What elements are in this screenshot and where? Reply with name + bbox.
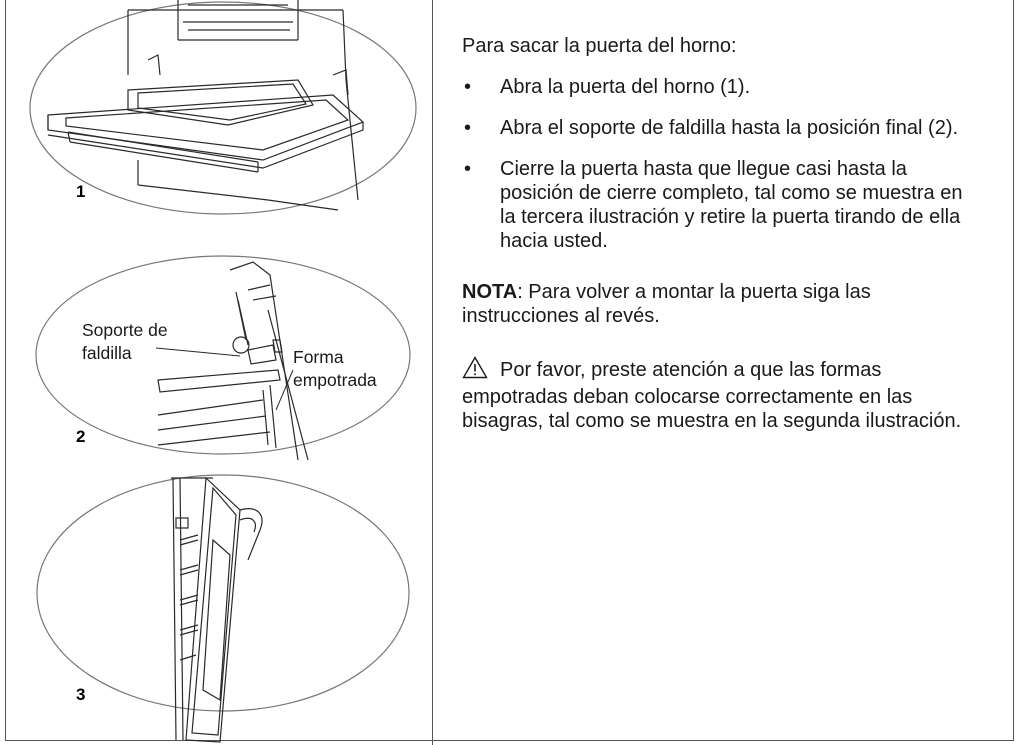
- steps-list: • Abra la puerta del horno (1). • Abra e…: [462, 75, 982, 253]
- callout-support-line1: Soporte de: [82, 320, 168, 340]
- callout-recess-line2: empotrada: [293, 370, 377, 390]
- warning-paragraph: Por favor, preste atención a que las for…: [462, 356, 982, 433]
- list-item: • Cierre la puerta hasta que llegue casi…: [462, 157, 982, 253]
- bullet: •: [464, 76, 472, 98]
- figure-1-oven-door-open: [29, 0, 417, 215]
- list-item: • Abra el soporte de faldilla hasta la p…: [462, 116, 982, 140]
- figure-2-number: 2: [76, 427, 85, 446]
- note-paragraph: NOTA: Para volver a montar la puerta sig…: [462, 280, 982, 328]
- intro-text: Para sacar la puerta del horno:: [462, 35, 737, 57]
- instructions-column: Para sacar la puerta del horno: • Abra l…: [462, 34, 982, 453]
- figure-3-door-nearly-closed: [36, 474, 410, 743]
- bullet: •: [464, 117, 472, 139]
- callout-line-support: [155, 347, 241, 357]
- warning-triangle-icon: [462, 356, 488, 385]
- figure-1-number: 1: [76, 182, 85, 201]
- callout-support-line2: faldilla: [82, 343, 132, 363]
- figure-3-number: 3: [76, 685, 85, 704]
- page-frame: [5, 0, 1014, 741]
- column-divider: [432, 0, 433, 745]
- note-text: : Para volver a montar la puerta siga la…: [462, 281, 871, 327]
- step-text-3: Cierre la puerta hasta que llegue casi h…: [500, 158, 963, 252]
- figure-2-hinge-detail: [35, 255, 411, 461]
- warning-text: Por favor, preste atención a que las for…: [462, 359, 962, 432]
- note-label: NOTA: [462, 281, 518, 303]
- list-item: • Abra la puerta del horno (1).: [462, 75, 982, 99]
- step-text-2: Abra el soporte de faldilla hasta la pos…: [500, 117, 959, 139]
- step-text-1: Abra la puerta del horno (1).: [500, 76, 751, 98]
- illustrations-svg: 1 Soporte de faldilla Forma empotrada 2: [29, 0, 417, 743]
- callout-line-recess: [275, 369, 294, 411]
- callout-recess-line1: Forma: [293, 347, 344, 367]
- illustrations-column: 1 Soporte de faldilla Forma empotrada 2: [8, 0, 432, 745]
- bullet: •: [464, 158, 472, 180]
